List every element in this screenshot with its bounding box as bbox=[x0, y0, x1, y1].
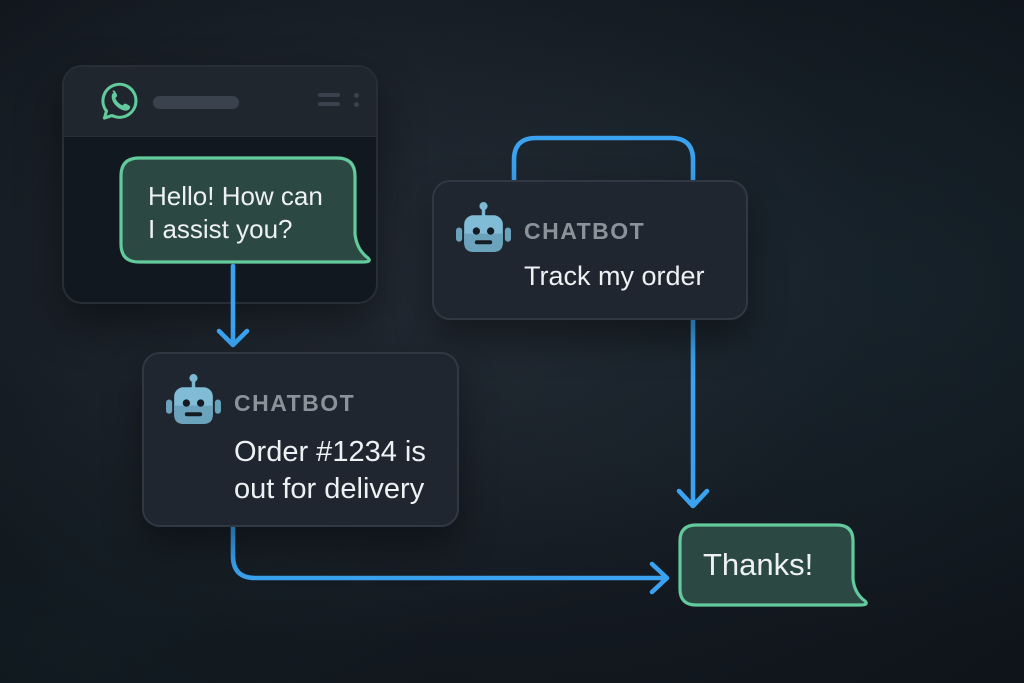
chatbot-message: Order #1234 is out for delivery bbox=[234, 436, 426, 505]
chatbot-label: CHATBOT bbox=[234, 390, 356, 416]
greeting-bubble bbox=[119, 156, 371, 264]
greeting-bubble-text: Hello! How can I assist you? bbox=[148, 181, 323, 244]
robot-icon bbox=[166, 374, 221, 424]
chatbot-card-track-order: CHATBOT Track my order bbox=[432, 180, 748, 320]
edge-track-card-to-thanks bbox=[676, 317, 710, 509]
chatbot-message: Track my order bbox=[524, 261, 705, 291]
whatsapp-window-header bbox=[64, 67, 376, 137]
contact-name-placeholder bbox=[153, 96, 239, 109]
edge-order-card-to-thanks bbox=[230, 524, 670, 595]
robot-icon bbox=[456, 202, 511, 252]
chatbot-label: CHATBOT bbox=[524, 218, 646, 244]
kebab-menu-icon bbox=[354, 93, 360, 111]
whatsapp-icon bbox=[101, 82, 138, 120]
edge-loop-over-track-card bbox=[511, 135, 696, 184]
thanks-bubble-text: Thanks! bbox=[703, 547, 814, 582]
menu-lines-icon bbox=[318, 93, 340, 111]
chatbot-card-order-status: CHATBOT Order #1234 is out for delivery bbox=[142, 352, 459, 527]
thanks-bubble bbox=[678, 523, 868, 607]
